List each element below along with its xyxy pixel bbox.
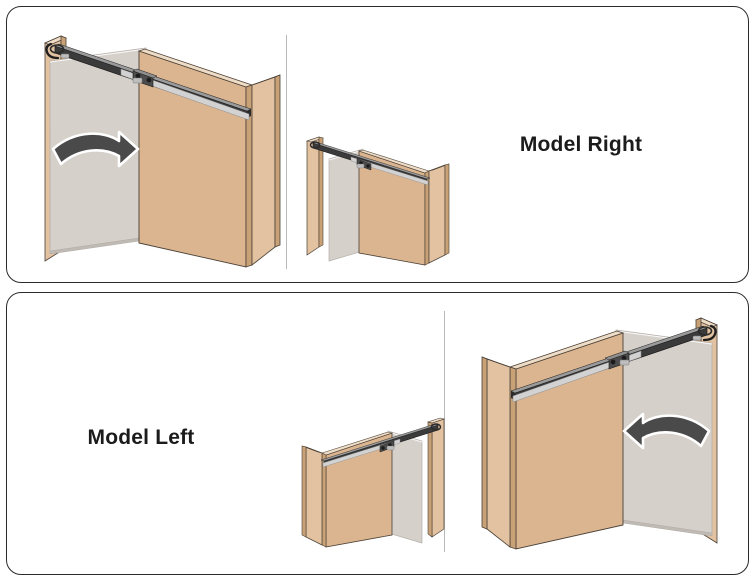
track-rail — [45, 42, 252, 121]
model-right-label: Model Right — [519, 133, 643, 156]
track-rail — [510, 324, 717, 403]
right-jamb — [251, 74, 281, 266]
track-rail-small — [309, 141, 431, 186]
left-jamb-small — [301, 445, 323, 546]
figure-left-large-open — [453, 303, 743, 565]
figure-right-small-closed — [299, 119, 459, 269]
model-left-card: Model Left — [6, 292, 749, 575]
right-jamb-small — [428, 163, 450, 264]
left-jamb-small — [305, 136, 325, 256]
model-right-card: Model Right — [6, 6, 749, 283]
model-left-label: Model Left — [87, 426, 195, 449]
figure-left-small-closed — [292, 401, 452, 551]
sliding-door-panel-small — [321, 431, 394, 548]
slide-left-arrow — [622, 412, 711, 450]
track-rail-small — [320, 423, 442, 468]
slide-right-arrow — [51, 130, 140, 168]
right-jamb-small — [426, 417, 446, 538]
figure-right-large-open — [21, 21, 286, 271]
model-right-divider — [286, 35, 287, 269]
model-left-divider — [444, 311, 445, 552]
left-jamb — [481, 356, 511, 548]
